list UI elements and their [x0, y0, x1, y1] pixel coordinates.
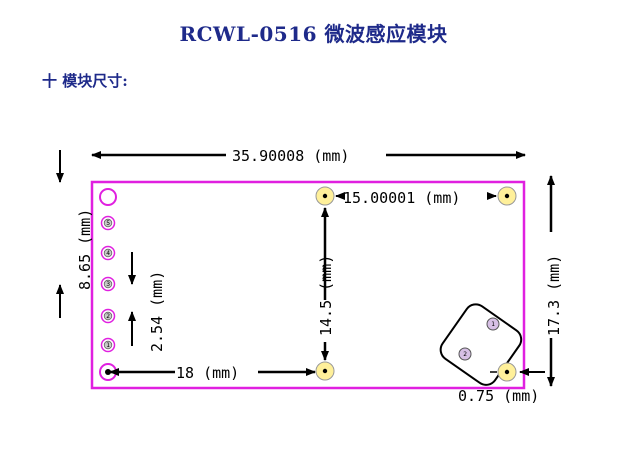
pin-label-2: 2 — [106, 313, 110, 320]
width-dim-label: 35.90008 (mm) — [232, 147, 349, 165]
vertical-dim-label: 14.5 (mm) — [317, 255, 335, 336]
sensor-pin-1 — [486, 317, 500, 331]
sensor-pin-label-2: 2 — [463, 351, 467, 358]
pitch-label: 2.54 (mm) — [148, 271, 166, 352]
page-title: RCWL-0516 微波感应模块 — [179, 22, 448, 46]
section-heading: 十 模块尺寸: — [42, 72, 128, 90]
header-mount-hole — [99, 188, 117, 206]
pin-label-1: 1 — [106, 342, 110, 349]
corner-offset-label: 0.75 (mm) — [458, 387, 539, 405]
hole-spacing-label: 15.00001 (mm) — [343, 189, 460, 207]
pcb-outline — [90, 180, 526, 390]
pin-header: 5 4 3 2 1 — [100, 215, 116, 353]
bottom-dim-label: 18 (mm) — [176, 364, 239, 382]
left-height-label: 8.65 (mm) — [76, 209, 94, 290]
pin-label-4: 4 — [106, 250, 110, 257]
right-height-label: 17.3 (mm) — [545, 255, 563, 336]
pin-label-5: 5 — [106, 220, 110, 227]
pin-label-3: 3 — [106, 281, 110, 288]
sensor-pin-2 — [458, 347, 472, 361]
sensor-pin-label-1: 1 — [491, 321, 495, 328]
